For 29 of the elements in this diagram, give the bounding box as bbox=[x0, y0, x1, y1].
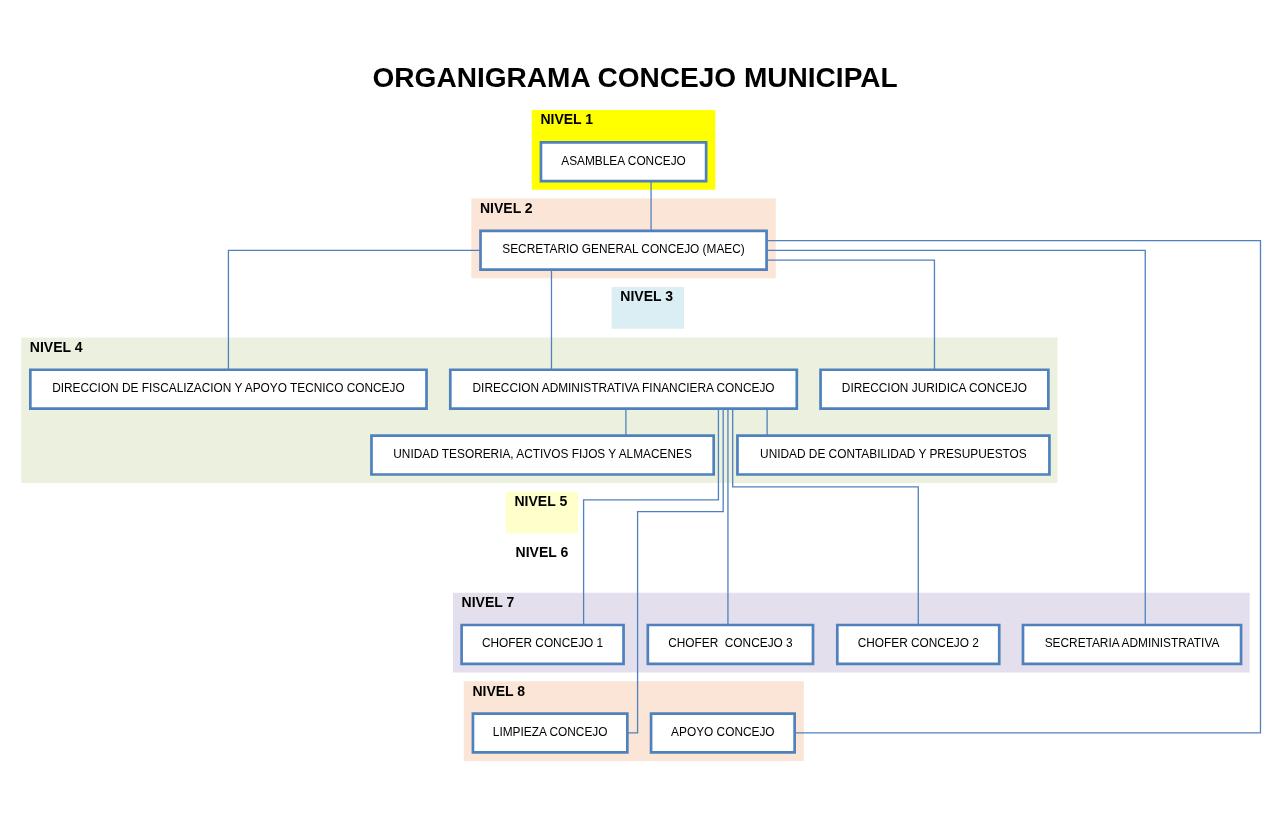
connector bbox=[626, 408, 724, 734]
diagram-title: ORGANIGRAMA CONCEJO MUNICIPAL bbox=[372, 62, 898, 94]
node-text: NIVEL 6 bbox=[515, 543, 569, 560]
node-box: UNIDAD DE CONTABILIDAD Y PRESUPUESTOS bbox=[736, 434, 1051, 476]
node-box: CHOFER CONCEJO 3 bbox=[646, 623, 815, 666]
connector bbox=[550, 269, 553, 371]
node-box: ASAMBLEA CONCEJO bbox=[539, 140, 708, 183]
node-box: CHOFER CONCEJO 2 bbox=[835, 623, 1001, 666]
connector bbox=[766, 259, 936, 371]
connector bbox=[650, 180, 652, 232]
node-box: DIRECCION DE FISCALIZACION Y APOYO TECNICO CONCEJO bbox=[28, 368, 428, 410]
node-box: NIVEL 3 bbox=[611, 286, 684, 329]
node-box: UNIDAD TESORERIA, ACTIVOS FIJOS Y ALMACENES bbox=[370, 434, 716, 476]
node-box: SECRETARIA ADMINISTRATIVA bbox=[1021, 623, 1243, 666]
connector bbox=[727, 408, 729, 626]
connector bbox=[582, 408, 720, 626]
connector bbox=[625, 408, 627, 436]
connector bbox=[732, 408, 919, 626]
node-box: SECRETARIO GENERAL CONCEJO (MAEC) bbox=[479, 229, 768, 272]
node-box: LIMPIEZA CONCEJO bbox=[471, 712, 629, 754]
node-box: DIRECCION JURIDICA CONCEJO bbox=[819, 368, 1050, 410]
connector bbox=[766, 240, 1262, 734]
connector bbox=[766, 249, 1146, 626]
node-box: DIRECCION ADMINISTRATIVA FINANCIERA CONCEJO bbox=[448, 368, 799, 410]
node-box: CHOFER CONCEJO 1 bbox=[460, 623, 625, 666]
node-box: APOYO CONCEJO bbox=[649, 712, 796, 754]
connector bbox=[227, 249, 481, 371]
connector bbox=[766, 408, 768, 436]
node-box: NIVEL 5 bbox=[505, 491, 579, 534]
